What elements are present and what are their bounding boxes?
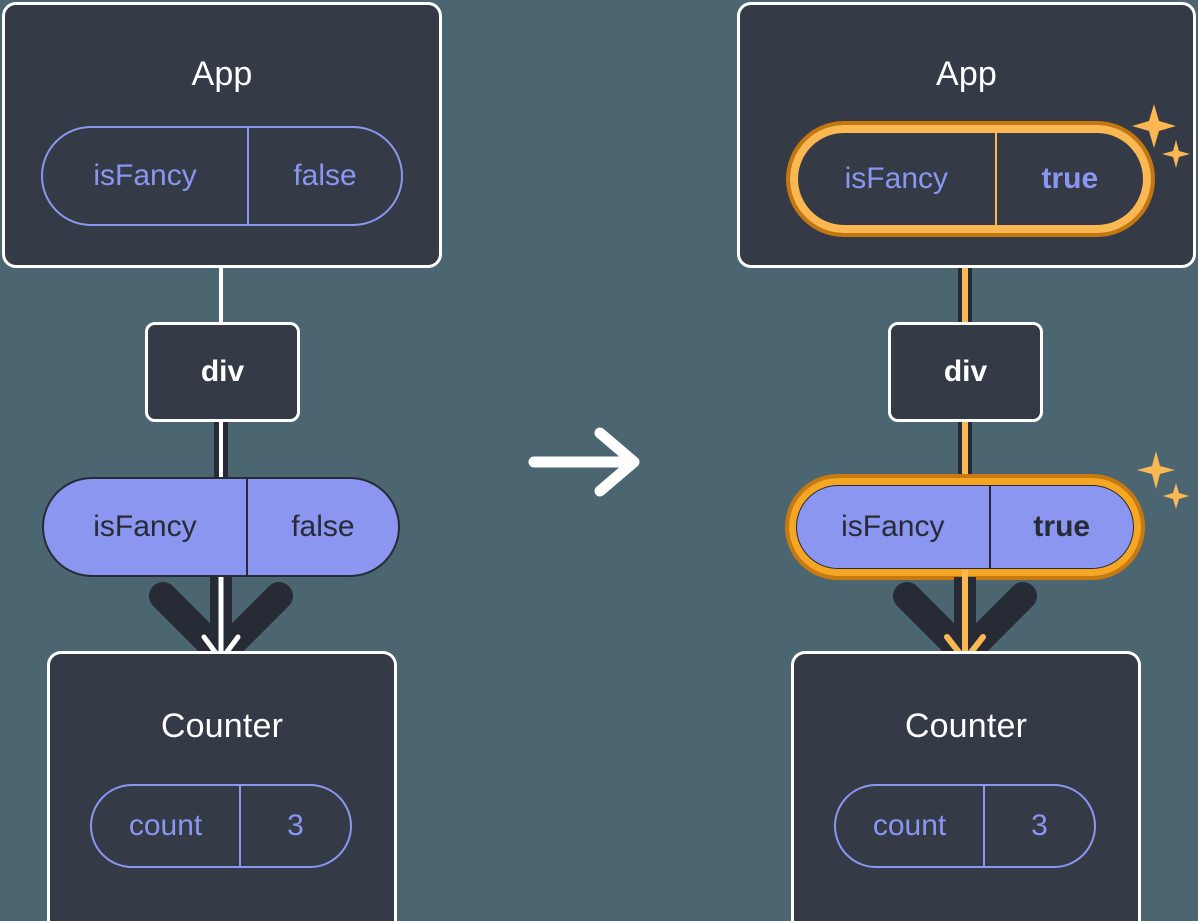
- transition-arrow: [528, 427, 640, 497]
- app-title-before: App: [191, 55, 253, 93]
- arrow-right-icon-head: [594, 427, 640, 497]
- pill-name-before-app: isFancy: [93, 159, 197, 192]
- counter-state-pill-before[interactable]: count 3: [90, 784, 352, 868]
- counter-pill-name-before: count: [128, 809, 203, 842]
- prop-pill-before[interactable]: isFancy false: [42, 477, 400, 577]
- counter-title-after: Counter: [904, 707, 1028, 745]
- counter-state-pill-after[interactable]: count 3: [834, 784, 1096, 868]
- app-state-pill-before[interactable]: isFancy false: [41, 126, 403, 226]
- prop-pill-value-after: true: [988, 486, 1133, 568]
- prop-pill-name-before: isFancy: [93, 510, 197, 543]
- counter-title-before: Counter: [160, 707, 284, 745]
- div-label-after: div: [943, 355, 988, 388]
- counter-pill-value-before: 3: [239, 786, 350, 866]
- prop-pill-name-after: isFancy: [841, 510, 945, 543]
- prop-pill-value-before: false: [245, 479, 398, 575]
- div-label-before: div: [200, 355, 245, 388]
- pill-value-after-app: true: [994, 133, 1143, 225]
- counter-pill-value-after: 3: [983, 786, 1094, 866]
- div-box-before: div: [145, 322, 300, 422]
- prop-pill-after[interactable]: isFancy true: [795, 484, 1135, 570]
- counter-pill-name-after: count: [872, 809, 947, 842]
- app-title-after: App: [935, 55, 998, 93]
- div-box-after: div: [888, 322, 1043, 422]
- pill-value-before-app: false: [247, 128, 401, 224]
- app-state-pill-after[interactable]: isFancy true: [796, 131, 1145, 227]
- pill-name-after-app: isFancy: [844, 162, 948, 195]
